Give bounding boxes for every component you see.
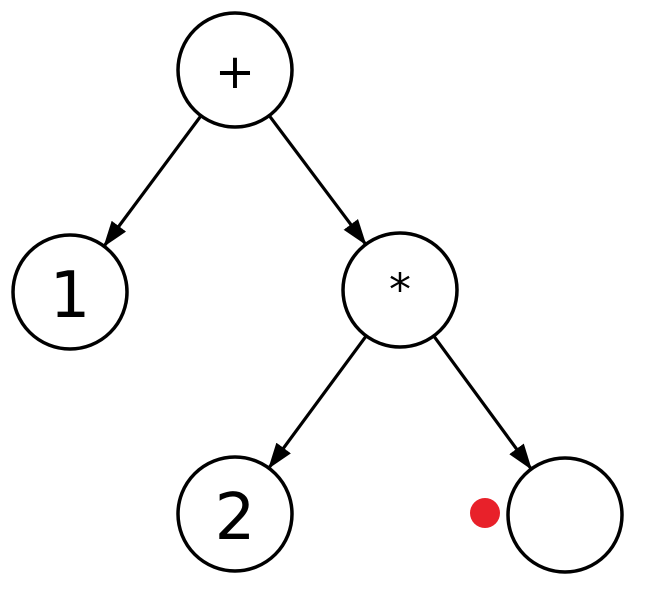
tree-node-times: * [341, 231, 459, 349]
node-circle-plus [176, 11, 294, 129]
node-circle-empty [506, 456, 624, 574]
edge-plus-to-times [267, 114, 368, 246]
node-label-times: * [389, 265, 411, 316]
node-circle-one [11, 233, 129, 351]
node-label-one: 1 [50, 259, 91, 333]
tree-node-empty [506, 456, 624, 574]
tree-node-plus: + [176, 11, 294, 129]
edge-times-to-two [267, 334, 368, 470]
node-label-two: 2 [215, 481, 256, 555]
node-label-plus: + [215, 44, 255, 100]
edge-times-to-empty [432, 335, 533, 470]
node-circle-times [341, 231, 459, 349]
tree-node-two: 2 [176, 455, 294, 573]
edge-plus-to-one [102, 114, 203, 248]
red-click-marker [470, 498, 500, 528]
tree-node-one: 1 [11, 233, 129, 351]
node-circle-two [176, 455, 294, 573]
